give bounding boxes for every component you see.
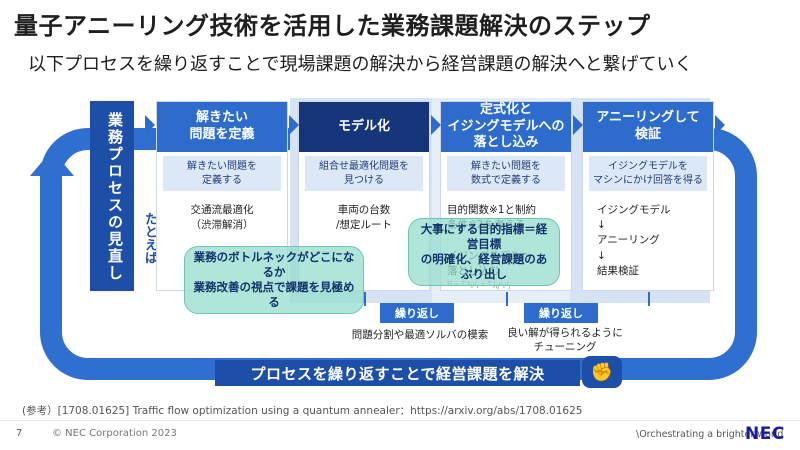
step-annealing: アニーリングして 検証 イジングモデルを マシンにかけ回答を得る イジングモデル… — [582, 101, 714, 291]
callout-objective: 大事にする目的指標＝経営目標 の明確化、経営課題のあぶり出し — [408, 218, 560, 286]
nec-logo: NEC — [745, 424, 785, 444]
loop-arrow-icon — [30, 150, 74, 176]
tagline: \Orchestrating a brighter world — [636, 429, 784, 440]
step-description: 組合せ最適化問題を 見つける — [305, 156, 423, 191]
step-description: 解きたい問題を 数式で定義する — [447, 156, 565, 191]
footer-divider — [0, 420, 800, 421]
repeat-note: 問題分割や最適ソルバの模索 — [351, 329, 489, 341]
handshake-icon: ✊ — [582, 356, 622, 388]
step-title: 解きたい 問題を定義 — [157, 102, 287, 152]
chevron-right-icon — [715, 115, 725, 135]
step-title: アニーリングして 検証 — [583, 102, 713, 152]
page-subtitle: 以下プロセスを繰り返すことで現場課題の解決から経営課題の解決へと繋げていく — [28, 54, 693, 75]
step-title: 定式化と イジングモデルへの 落とし込み — [441, 102, 571, 152]
chevron-right-icon — [289, 115, 299, 135]
review-label: 業務プロセスの見直し — [106, 112, 124, 282]
step-example: 車両の台数 /想定ルート — [335, 204, 393, 232]
callout-bottleneck: 業務のボトルネックがどこになるか 業務改善の視点で課題を見極める — [184, 246, 364, 314]
repeat-label: 繰り返し — [524, 303, 598, 323]
page-number: 7 — [16, 428, 23, 439]
step-example: 交通流最適化 （渋滞解消） — [190, 204, 254, 232]
step-description: イジングモデルを マシンにかけ回答を得る — [589, 156, 707, 191]
step-title: モデル化 — [299, 102, 429, 152]
example-label: たとえば — [142, 212, 157, 264]
chevron-right-icon — [431, 115, 441, 135]
step-example: イジングモデル ↓ アニーリング ↓ 結果検証 — [597, 204, 671, 277]
repeat-arrow — [648, 292, 650, 306]
repeat-label: 繰り返し — [380, 303, 454, 323]
reference-text: (参考）[1708.01625] Traffic flow optimizati… — [22, 405, 583, 417]
repeat-arrow — [506, 292, 508, 306]
repeat-arrow — [364, 292, 366, 306]
page-title: 量子アニーリング技術を活用した業務課題解決のステップ — [14, 12, 651, 40]
result-banner: プロセスを繰り返すことで経営課題を解決 — [215, 360, 580, 386]
step-description: 解きたい問題を 定義する — [163, 156, 281, 191]
repeat-note: 良い解が得られるように チューニング — [507, 327, 623, 354]
copyright: © NEC Corporation 2023 — [52, 428, 177, 439]
chevron-right-icon — [145, 115, 155, 135]
chevron-right-icon — [573, 115, 583, 135]
review-bar — [90, 101, 134, 291]
